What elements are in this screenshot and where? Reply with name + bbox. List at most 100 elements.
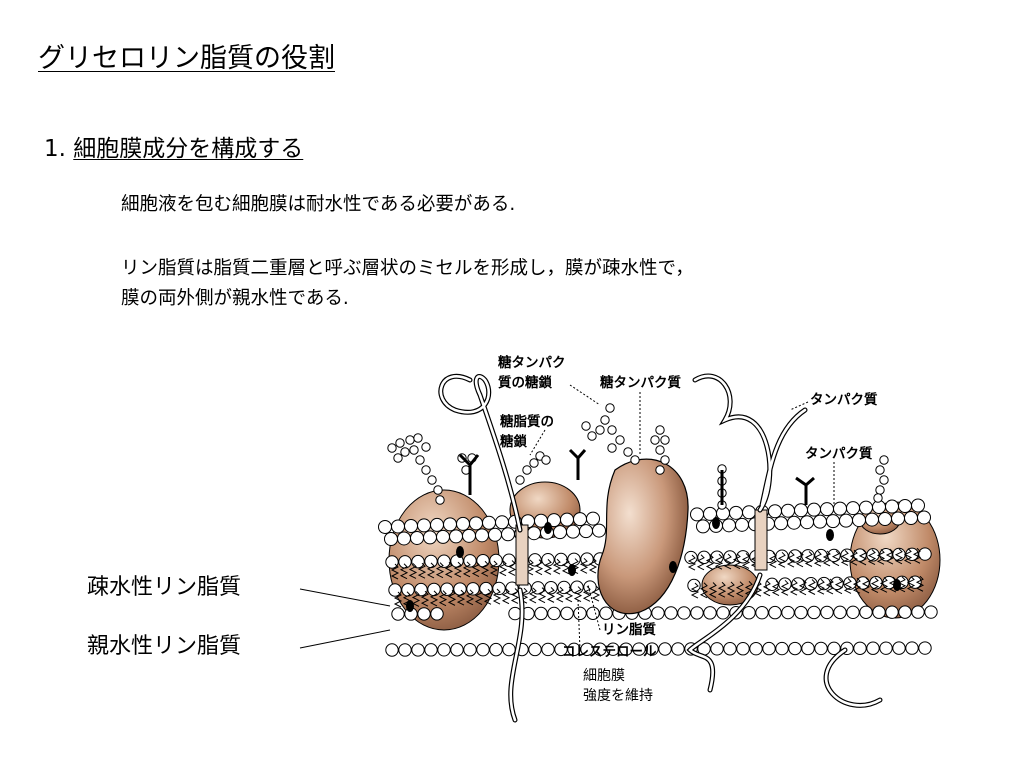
phospholipid-tail	[852, 577, 862, 594]
phospholipid-head	[528, 642, 542, 657]
phospholipid-head	[729, 505, 743, 520]
sugar-bead	[600, 415, 610, 425]
phospholipid-head	[791, 577, 805, 591]
phospholipid-head	[580, 642, 594, 656]
sugar-bead	[875, 465, 885, 475]
phospholipid-head	[911, 498, 925, 513]
phospholipid-head	[859, 605, 873, 619]
phospholipid-head	[859, 500, 873, 515]
phospholipid-tail	[912, 547, 922, 564]
phospholipid-tail	[471, 561, 481, 578]
phospholipid-head	[586, 606, 600, 620]
phospholipid-head	[826, 514, 840, 529]
phospholipid-tail	[699, 582, 709, 599]
phospholipid-head	[918, 547, 932, 561]
phospholipid-head	[566, 524, 580, 539]
phospholipid-tail	[834, 578, 844, 595]
phospholipid-tail	[564, 586, 574, 603]
phospholipid-head	[573, 512, 587, 527]
phospholipid-head	[736, 642, 750, 656]
phospholipid-tail	[465, 589, 475, 606]
phospholipid-head	[553, 525, 567, 540]
phospholipid-head	[804, 577, 818, 591]
phospholipid-tail	[804, 551, 814, 567]
phospholipid-head	[846, 605, 860, 620]
phospholipid-head	[690, 507, 704, 522]
label-glycoprotein: 糖タンパク質	[600, 374, 681, 391]
phospholipid-tail	[717, 581, 727, 598]
phospholipid-head	[755, 605, 769, 620]
phospholipid-head	[768, 504, 782, 519]
phospholipid-head	[554, 642, 568, 657]
phospholipid-tail	[795, 551, 805, 568]
sugar-chains	[387, 403, 889, 510]
slide-title: グリセロリン脂質の役割	[38, 43, 335, 74]
phospholipid-head	[450, 643, 464, 657]
phospholipid-tail	[447, 590, 457, 606]
phospholipid-head	[813, 514, 827, 529]
sugar-bead	[581, 421, 591, 431]
phospholipid-head	[735, 517, 749, 532]
sugar-bead	[393, 453, 403, 463]
phospholipid-head	[710, 550, 724, 564]
phospholipid-head	[547, 606, 561, 621]
phospholipid-head	[527, 526, 541, 541]
phospholipid-head	[488, 527, 502, 542]
phospholipid-tail	[777, 551, 787, 568]
sugar-bead	[400, 447, 410, 457]
phospholipid-head	[398, 555, 412, 569]
sugar-bead	[660, 455, 670, 465]
phospholipid-head	[788, 549, 802, 563]
phospholipid-tail	[552, 558, 562, 575]
phospholipid-tail	[420, 590, 430, 607]
phospholipid-tail	[582, 585, 592, 602]
phospholipid-head	[839, 513, 853, 528]
phospholipid-tail	[393, 591, 403, 608]
phospholipid-tail	[903, 548, 913, 564]
sugar-bead	[522, 465, 532, 475]
phospholipid-tail	[789, 579, 799, 596]
phospholipid-tail	[510, 588, 520, 604]
phospholipid-head	[466, 582, 480, 596]
phospholipid-head	[768, 605, 782, 620]
phospholipid-head	[427, 582, 441, 597]
phospholipid-head	[775, 549, 789, 563]
phospholipid-head	[794, 605, 808, 620]
phospholipid-tail	[723, 553, 733, 570]
phospholipid-tail	[771, 580, 781, 597]
sugar-bead	[395, 438, 405, 448]
phospholipid-head	[918, 641, 932, 655]
phospholipid-tail	[453, 561, 463, 578]
phospholipid-tail	[807, 579, 817, 595]
phospholipid-head	[593, 642, 607, 656]
phospholipid-head	[492, 581, 506, 596]
sugar-bead	[387, 443, 397, 453]
phospholipid-tail	[435, 562, 445, 579]
phospholipid-head	[833, 501, 847, 516]
phospholipid-head	[398, 643, 412, 657]
phospholipid-tail	[417, 562, 427, 579]
phospholipid-head	[411, 554, 425, 569]
paragraph-2-line-1: リン脂質は脂質二重層と呼ぶ層状のミセルを形成し，膜が疎水性で，	[121, 258, 694, 279]
label-phospholipid: リン脂質	[602, 621, 656, 638]
label-cholesterol-note-2: 強度を維持	[583, 688, 653, 704]
phospholipid-tail	[687, 554, 697, 571]
phospholipid-tail	[831, 550, 841, 567]
sugar-bead	[409, 445, 419, 455]
phospholipid-head	[449, 529, 463, 544]
phospholipid-head	[742, 505, 756, 520]
phospholipid-tail	[588, 557, 598, 574]
phospholipid-tail	[480, 560, 490, 577]
phospholipid-head	[891, 511, 905, 526]
paragraph-1: 細胞液を包む細胞膜は耐水性である必要がある.	[121, 194, 516, 215]
cholesterol-molecules	[406, 517, 901, 612]
phospholipid-tail	[861, 577, 871, 594]
figure-leader-lines	[529, 384, 835, 651]
phospholipid-head	[469, 516, 483, 531]
phospholipid-tail	[858, 549, 868, 566]
phospholipid-head	[560, 606, 574, 621]
phospholipid-tail	[399, 563, 409, 580]
phospholipid-head	[397, 531, 411, 546]
phospholipid-head	[908, 575, 922, 589]
